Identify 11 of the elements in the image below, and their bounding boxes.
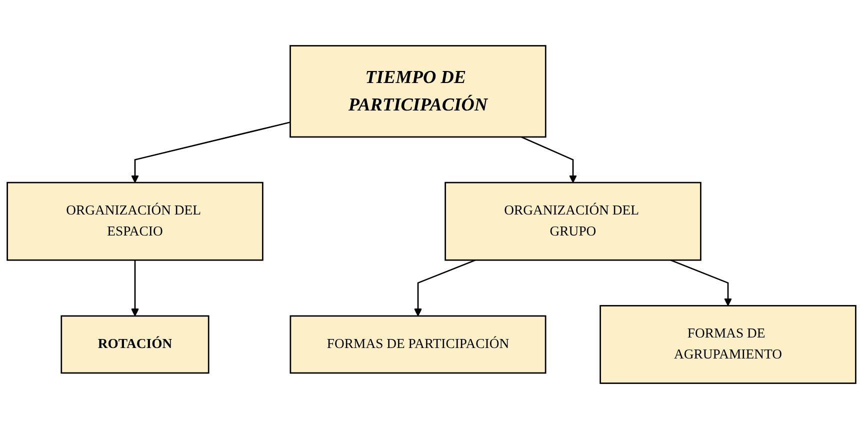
arrow [521,136,578,183]
node-box: FORMAS DE AGRUPAMIENTO [600,305,856,384]
arrow [130,260,139,316]
node-box: ROTACIÓN [60,315,210,374]
node-box: ORGANIZACIÓN DEL GRUPO [444,182,702,261]
arrow [130,122,290,183]
node-box: TIEMPO DE PARTICIPACIÓN [290,45,546,138]
node-box: ORGANIZACIÓN DEL ESPACIO [6,182,264,261]
arrow [670,259,732,306]
node-box: FORMAS DE PARTICIPACIÓN [290,315,546,374]
arrow [414,259,476,316]
